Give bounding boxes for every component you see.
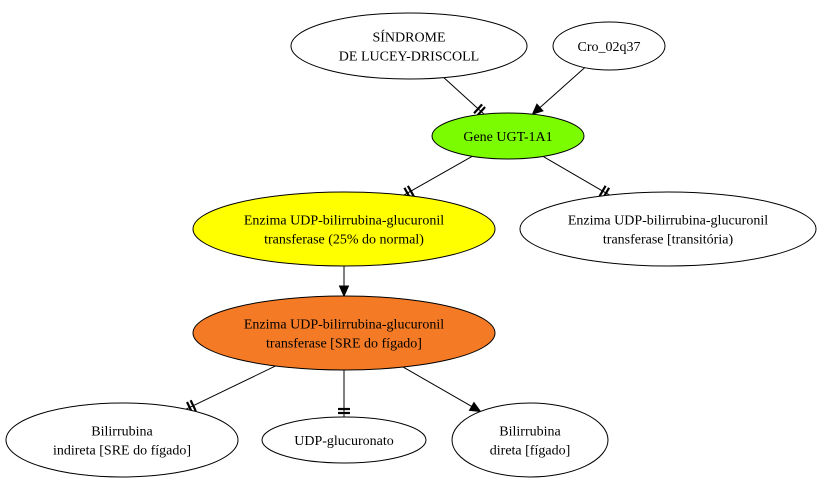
node-sindrome: SÍNDROME DE LUCEY-DRISCOLL [290,12,528,80]
tee-marker-icon [189,399,197,412]
edge-enzima_sre-to-bil_indireta [185,365,276,414]
node-cro: Cro_02q37 [552,21,666,71]
node-enzima-trans: Enzima UDP-bilirrubina-glucuronil transfe… [519,191,817,267]
edge-sindrome-to-gene [443,77,486,117]
node-ellipse [5,402,239,478]
node-bil-indireta: Bilirrubina indireta [SRE do fígado] [5,402,239,478]
node-label-line: UDP-glucuronato [294,434,394,449]
node-label-line: Cro_02q37 [578,40,641,55]
node-label-line: Enzima UDP-bilirrubina-glucuronil [568,214,768,229]
node-ellipse [290,12,528,80]
arrowhead-icon [338,285,350,298]
node-label-line: transferase [SRE do fígado] [266,337,422,352]
tee-marker-icon [473,103,483,114]
edge-enzima25-to-enzima_sre [338,266,350,298]
edge-gene-to-enzima25 [403,155,473,199]
node-label-line: Enzima UDP-bilirrubina-glucuronil [244,318,444,333]
node-enzima-sre: Enzima UDP-bilirrubina-glucuronil transfe… [192,295,496,371]
edge-enzima_sre-to-bil_direta [402,366,482,413]
edge-line [539,67,586,108]
node-udp: UDP-glucuronato [261,416,427,464]
edge-line [403,155,473,196]
node-ellipse [431,112,585,160]
node-ellipse [519,191,817,267]
node-label-line: transferase (25% do normal) [264,233,424,248]
edge-line [402,366,472,407]
node-label-line: Bilirrubina [499,425,561,440]
edge-line [542,155,610,196]
node-ellipse [451,402,609,478]
node-gene: Gene UGT-1A1 [431,112,585,160]
node-label-line: transferase [transitória) [603,233,734,248]
node-ellipse [192,295,496,371]
node-ellipse [261,416,427,464]
node-label-line: DE LUCEY-DRISCOLL [339,50,479,65]
tee-marker-icon [406,185,415,197]
edge-cro-to-gene [531,67,586,116]
tee-marker-icon [598,185,607,197]
node-enzima25: Enzima UDP-bilirrubina-glucuronil transfe… [192,191,496,267]
node-label-line: Gene UGT-1A1 [463,130,552,145]
node-label-line: indireta [SRE do fígado] [53,444,191,459]
node-bil-direta: Bilirrubina direta [fígado] [451,402,609,478]
node-ellipse [192,191,496,267]
node-label-line: direta [fígado] [490,444,570,459]
arrowhead-icon [531,103,544,116]
node-label-line: Enzima UDP-bilirrubina-glucuronil [244,214,444,229]
arrowhead-icon [468,401,482,413]
edge-line [185,365,276,410]
node-label-line: SÍNDROME [372,29,445,46]
node-label-line: Bilirrubina [91,425,153,440]
edge-gene-to-enzima_trans [542,155,611,199]
edge-enzima_sre-to-udp [338,370,350,417]
node-ellipse [552,21,666,71]
